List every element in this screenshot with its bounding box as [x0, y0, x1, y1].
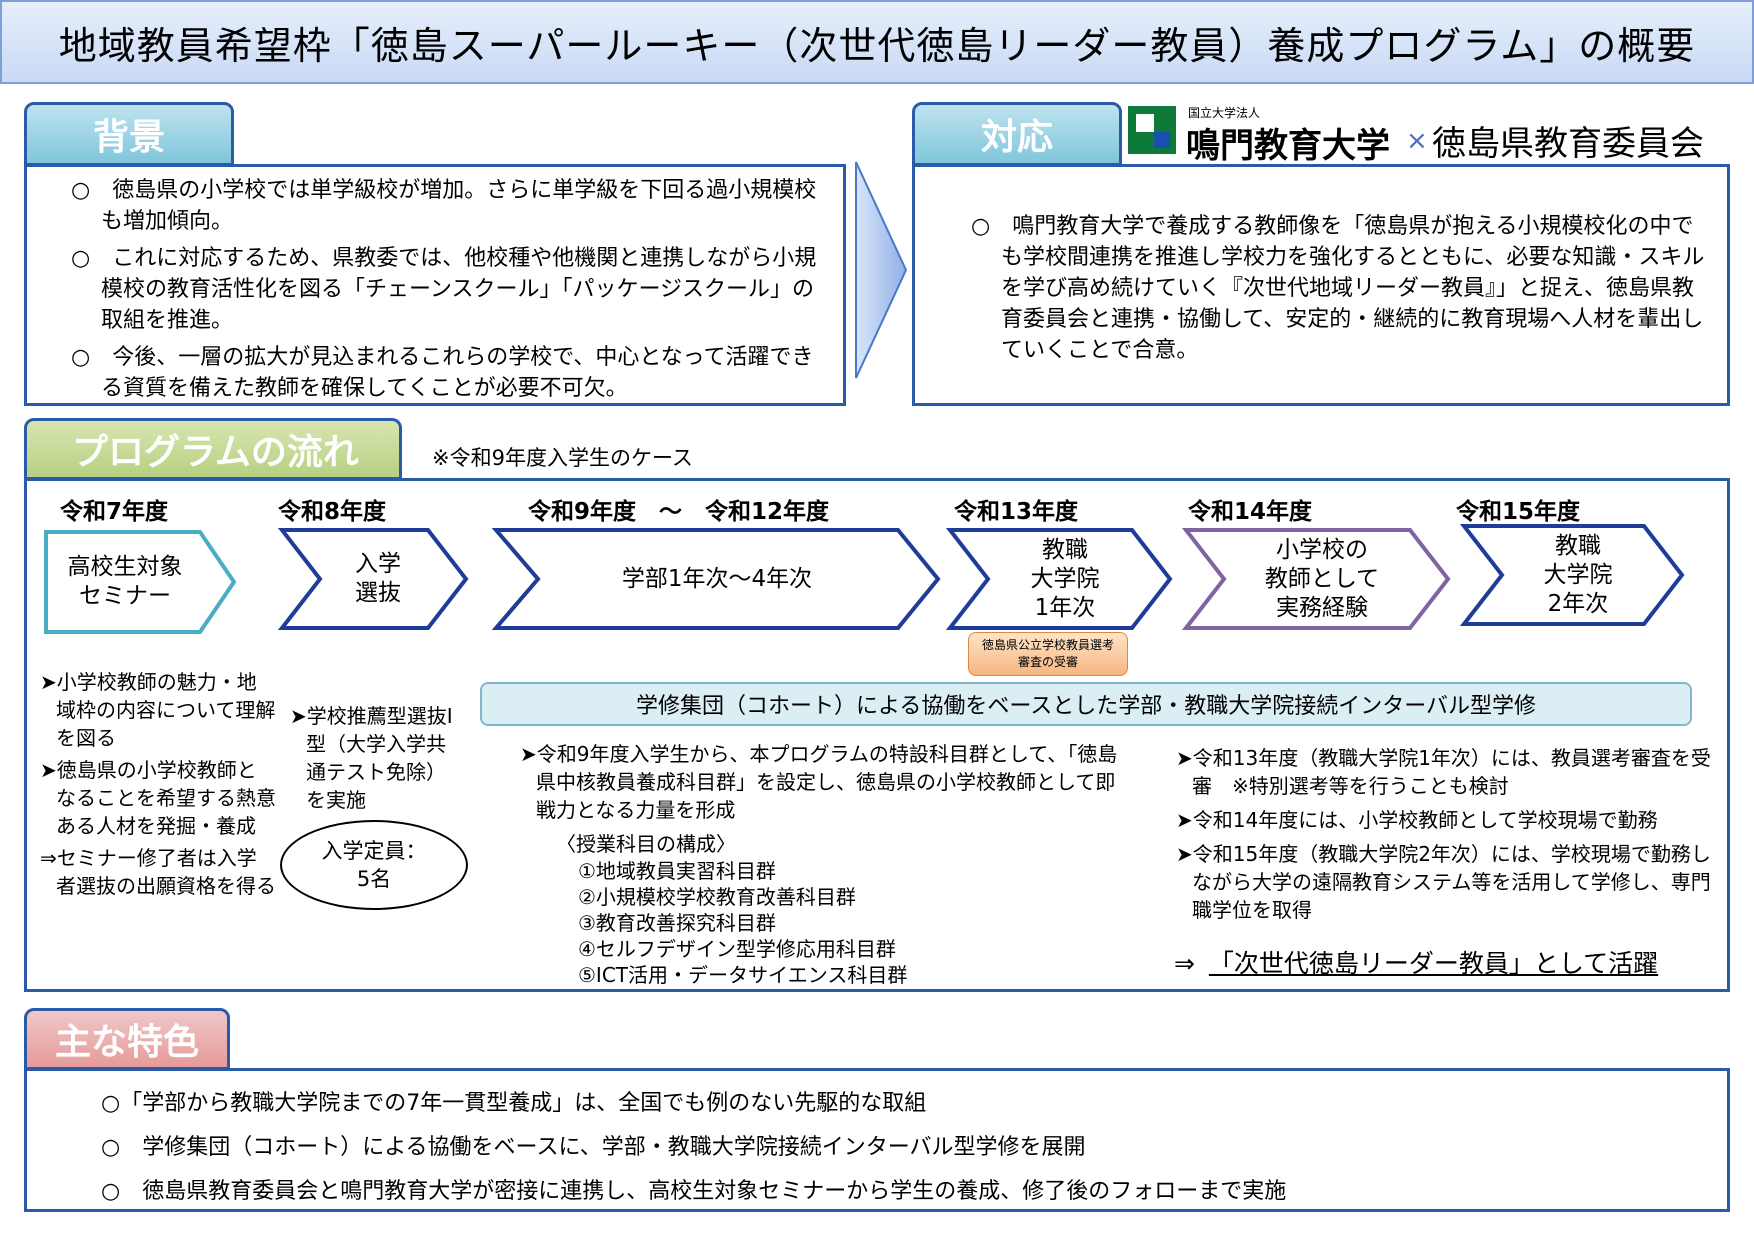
year-label: 令和8年度: [278, 499, 387, 525]
course-item: ⑤ICT活用・データサイエンス科目群: [578, 963, 908, 987]
response-tab: 対応: [912, 102, 1122, 166]
transition-arrow: [855, 161, 908, 379]
course-heading: 〈授業科目の構成〉: [556, 832, 736, 856]
year-label: 令和9年度 ～ 令和12年度: [528, 499, 830, 525]
feature-item: ○「学部から教職大学院までの7年一貫型養成」は、全国でも例のない先駆的な取組: [101, 1091, 927, 1116]
response-text: ○ 鳴門教育大学で養成する教師像を「徳島県が抱える小規模校化の中でも学校間連携を…: [971, 214, 1705, 363]
later-notes: ➤令和13年度（教職大学院1年次）には、教員選考審査を受審 ※特別選考等を行うこ…: [1176, 744, 1716, 924]
response-tab-label: 対応: [980, 117, 1053, 158]
stage-label: 教職 大学院 1年次: [1030, 536, 1100, 621]
feature-item: ○ 徳島県教育委員会と鳴門教育大学が密接に連携し、高校生対象セミナーから学生の養…: [101, 1179, 1287, 1204]
program-note: ※令和9年度入学生のケース: [432, 446, 693, 470]
stage-shape: [1460, 524, 1685, 626]
page-title: 地域教員希望枠「徳島スーパールーキー（次世代徳島リーダー教員）養成プログラム」の…: [58, 23, 1696, 68]
capacity-ellipse: 入学定員： 5名: [280, 820, 468, 910]
seminar-notes: ➤小学校教師の魅力・地域枠の内容について理解を図る ➤徳島県の小学校教師となるこ…: [40, 668, 276, 900]
later-note: ➤令和15年度（教職大学院2年次）には、学校現場で勤務しながら大学の遠隔教育シス…: [1176, 842, 1711, 922]
stage-shape: [44, 530, 237, 634]
features-tab: 主な特色: [24, 1008, 230, 1070]
background-item: ○ これに対応するため、県教委では、他校種や他機関と連携しながら小規模校の教育活…: [71, 246, 817, 333]
stage-label: 高校生対象 セミナー: [67, 554, 183, 609]
stage-seminar: 高校生対象 セミナー: [42, 528, 238, 636]
program-tab: プログラムの流れ: [24, 418, 402, 480]
stage-shape: [946, 528, 1173, 630]
feature-item: ○ 学修集団（コホート）による協働をベースに、学部・教職大学院接続インターバル型…: [101, 1135, 1086, 1160]
stage-polygon: [44, 530, 237, 634]
stage-shape: [1182, 528, 1451, 630]
conclusion-text: 「次世代徳島リーダー教員」として活躍: [1208, 949, 1659, 978]
background-item: ○ 徳島県の小学校では単学級校が増加。さらに単学級を下回る過小規模校も増加傾向。: [71, 178, 817, 234]
course-item: ②小規模校学校教育改善科目群: [578, 885, 856, 909]
features-tab-label: 主な特色: [54, 1022, 199, 1063]
conclusion: ⇒ 「次世代徳島リーダー教員」として活躍: [1174, 944, 1658, 980]
later-note: ➤令和13年度（教職大学院1年次）には、教員選考審査を受審 ※特別選考等を行うこ…: [1176, 746, 1711, 798]
university-name: 鳴門教育大学: [1186, 126, 1390, 166]
response-box: ○ 鳴門教育大学で養成する教師像を「徳島県が抱える小規模校化の中でも学校間連携を…: [912, 164, 1730, 406]
stage-label: 小学校の 教師として 実務経験: [1264, 536, 1380, 621]
program-tab-label: プログラムの流れ: [72, 432, 359, 473]
stage-shape: [278, 528, 469, 630]
course-intro: ➤令和9年度入学生から、本プログラムの特設科目群として、「徳島県中核教員養成科目…: [520, 742, 1118, 822]
stage-label: 学部1年次～4年次: [621, 565, 813, 592]
stage-polygon: [1182, 528, 1451, 630]
stage-polygon: [278, 528, 469, 630]
stage-label: 教職 大学院 2年次: [1543, 532, 1613, 617]
conclusion-arrow: ⇒: [1174, 949, 1195, 978]
admission-note: ➤学校推薦型選抜Ⅰ型（大学入学共通テスト免除）を実施: [290, 704, 453, 812]
year-label: 令和7年度: [60, 499, 169, 525]
title-bar: 地域教員希望枠「徳島スーパールーキー（次世代徳島リーダー教員）養成プログラム」の…: [0, 0, 1754, 84]
stage-practice: 小学校の 教師として 実務経験: [1182, 526, 1452, 632]
background-box: ○ 徳島県の小学校では単学級校が増加。さらに単学級を下回る過小規模校も増加傾向。…: [24, 164, 846, 406]
logo-area: 国立大学法人 鳴門教育大学 × 徳島県教育委員会: [1128, 104, 1748, 166]
year-label: 令和14年度: [1188, 499, 1313, 525]
stage-undergrad: 学部1年次～4年次: [492, 526, 942, 632]
course-item: ④セルフデザイン型学修応用科目群: [578, 937, 896, 961]
course-item: ①地域教員実習科目群: [578, 859, 776, 883]
stage-polygon: [492, 528, 941, 630]
seminar-note: ➤小学校教師の魅力・地域枠の内容について理解を図る: [40, 670, 276, 750]
course-item: ③教育改善探究科目群: [578, 911, 776, 935]
year-label: 令和15年度: [1456, 499, 1581, 525]
background-tab-label: 背景: [92, 117, 165, 158]
stage-label: 入学 選抜: [355, 551, 401, 606]
partner-name: 徳島県教育委員会: [1432, 124, 1704, 164]
stage-grad-2: 教職 大学院 2年次: [1460, 522, 1686, 628]
cross-symbol: ×: [1406, 126, 1428, 156]
seminar-note: ⇒セミナー修了者は入学者選抜の出願資格を得る: [40, 846, 276, 898]
background-tab: 背景: [24, 102, 234, 166]
seminar-note: ➤徳島県の小学校教師となることを希望する熱意ある人材を発掘・養成: [40, 758, 276, 838]
stage-admission: 入学 選抜: [278, 526, 470, 632]
logo-small-text: 国立大学法人: [1188, 106, 1261, 120]
course-list: ①地域教員実習科目群 ②小規模校学校教育改善科目群 ③教育改善探究科目群 ④セル…: [578, 858, 907, 988]
stage-shape: [492, 528, 941, 630]
features-box: ○「学部から教職大学院までの7年一貫型養成」は、全国でも例のない先駆的な取組 ○…: [24, 1068, 1730, 1212]
stage-polygon: [1460, 524, 1685, 626]
cohort-banner: 学修集団（コホート）による協働をベースとした学部・教職大学院接続インターバル型学…: [480, 682, 1692, 726]
year-label: 令和13年度: [954, 499, 1079, 525]
stage-grad-1: 教職 大学院 1年次: [946, 526, 1174, 632]
university-logo-icon: [1128, 106, 1176, 154]
background-item: ○ 今後、一層の拡大が見込まれるこれらの学校で、中心となって活躍できる資質を備え…: [71, 345, 814, 401]
stage-polygon: [946, 528, 1173, 630]
later-note: ➤令和14年度には、小学校教師として学校現場で勤務: [1176, 808, 1658, 832]
exam-badge: 徳島県公立学校教員選考審査の受審: [968, 632, 1128, 676]
